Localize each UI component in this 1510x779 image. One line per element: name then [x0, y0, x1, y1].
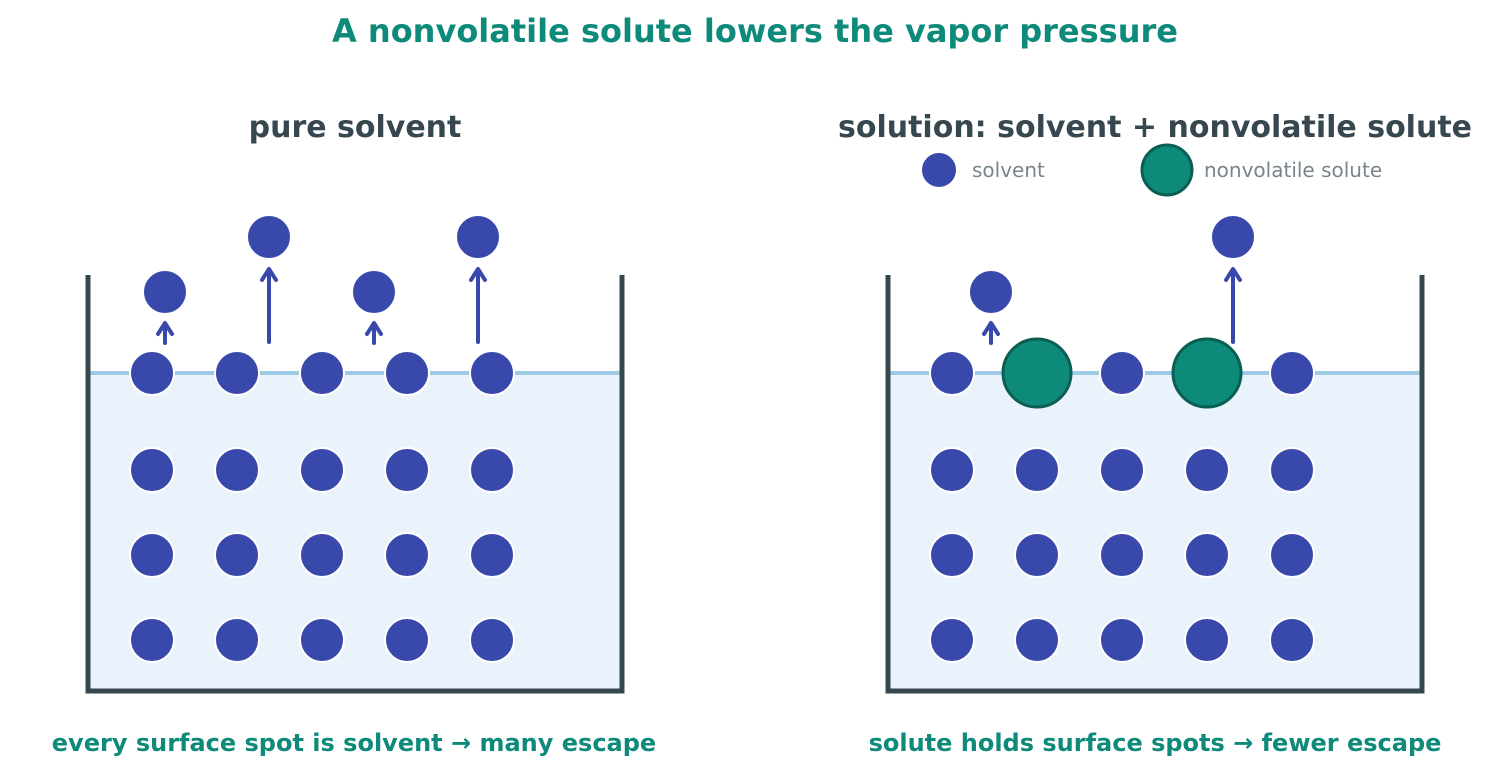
- escape-arrow-head: [469, 267, 487, 282]
- solvent-molecule: [214, 447, 260, 493]
- legend: solvent nonvolatile solute: [920, 143, 1382, 197]
- bulk-molecules-solution: [929, 447, 1315, 663]
- solvent-molecule: [1269, 532, 1315, 578]
- escape-arrow-head: [1224, 267, 1242, 282]
- escape-arrow-head: [156, 321, 174, 336]
- solvent-molecule-surface: [1099, 350, 1145, 396]
- panel-caption-pure: every surface spot is solvent → many esc…: [52, 729, 656, 757]
- solvent-molecule: [1014, 617, 1060, 663]
- solvent-molecule: [214, 617, 260, 663]
- solvent-molecule: [1269, 447, 1315, 493]
- escape-arrow-head: [982, 321, 1000, 336]
- solvent-molecule: [1099, 532, 1145, 578]
- liquid-fill-solution: [888, 373, 1422, 691]
- solvent-molecule: [129, 617, 175, 663]
- solvent-molecule-surface: [929, 350, 975, 396]
- legend-solvent-label: solvent: [972, 158, 1045, 182]
- solvent-molecule: [384, 447, 430, 493]
- solvent-molecule-surface: [384, 350, 430, 396]
- escaping-molecules-pure: [142, 214, 501, 345]
- panel-caption-solution: solute holds surface spots → fewer escap…: [869, 729, 1442, 757]
- solvent-molecule: [929, 617, 975, 663]
- vapor-molecule: [455, 214, 501, 260]
- solvent-molecule-surface: [214, 350, 260, 396]
- solvent-molecule: [469, 532, 515, 578]
- solvent-molecule: [929, 532, 975, 578]
- liquid-fill-pure: [88, 373, 622, 691]
- solvent-molecule: [1099, 617, 1145, 663]
- solute-molecule-surface: [1171, 337, 1243, 409]
- solvent-molecule: [929, 447, 975, 493]
- vapor-molecule: [968, 269, 1014, 315]
- solvent-molecule: [214, 532, 260, 578]
- beaker-solution: [885, 275, 1425, 694]
- beaker-pure: [85, 275, 625, 694]
- escaping-molecules-solution: [968, 214, 1256, 345]
- solvent-molecule: [384, 532, 430, 578]
- solute-molecule-surface: [1001, 337, 1073, 409]
- vapor-molecule: [142, 269, 188, 315]
- solvent-molecule: [1184, 447, 1230, 493]
- escape-arrow-head: [260, 267, 278, 282]
- solvent-molecule: [299, 532, 345, 578]
- legend-solute-marker: [1140, 143, 1194, 197]
- solvent-molecule: [299, 617, 345, 663]
- solvent-molecule: [129, 447, 175, 493]
- solvent-molecule: [384, 617, 430, 663]
- surface-molecules-pure: [129, 350, 515, 396]
- solvent-molecule: [1184, 617, 1230, 663]
- bulk-molecules-pure: [129, 447, 515, 663]
- panel-solution: solution: solvent + nonvolatile solute s…: [838, 110, 1472, 757]
- panel-pure-solvent: pure solvent: [52, 110, 656, 757]
- vapor-molecule: [1210, 214, 1256, 260]
- solvent-molecule-surface: [129, 350, 175, 396]
- diagram-title: A nonvolatile solute lowers the vapor pr…: [332, 12, 1178, 50]
- legend-solute-label: nonvolatile solute: [1204, 158, 1382, 182]
- panel-title-solution: solution: solvent + nonvolatile solute: [838, 110, 1472, 145]
- solvent-molecule: [129, 532, 175, 578]
- solvent-molecule: [1014, 532, 1060, 578]
- solvent-molecule: [1014, 447, 1060, 493]
- solvent-molecule: [1269, 617, 1315, 663]
- vapor-molecule: [351, 269, 397, 315]
- solvent-molecule: [1099, 447, 1145, 493]
- solvent-molecule-surface: [469, 350, 515, 396]
- vapor-molecule: [246, 214, 292, 260]
- legend-solvent-marker: [920, 151, 958, 189]
- surface-molecules-solution: [929, 337, 1315, 409]
- solvent-molecule: [1184, 532, 1230, 578]
- panel-title-pure: pure solvent: [249, 110, 462, 145]
- escape-arrow-head: [365, 321, 383, 336]
- solvent-molecule-surface: [299, 350, 345, 396]
- solvent-molecule-surface: [1269, 350, 1315, 396]
- solvent-molecule: [299, 447, 345, 493]
- solvent-molecule: [469, 617, 515, 663]
- solvent-molecule: [469, 447, 515, 493]
